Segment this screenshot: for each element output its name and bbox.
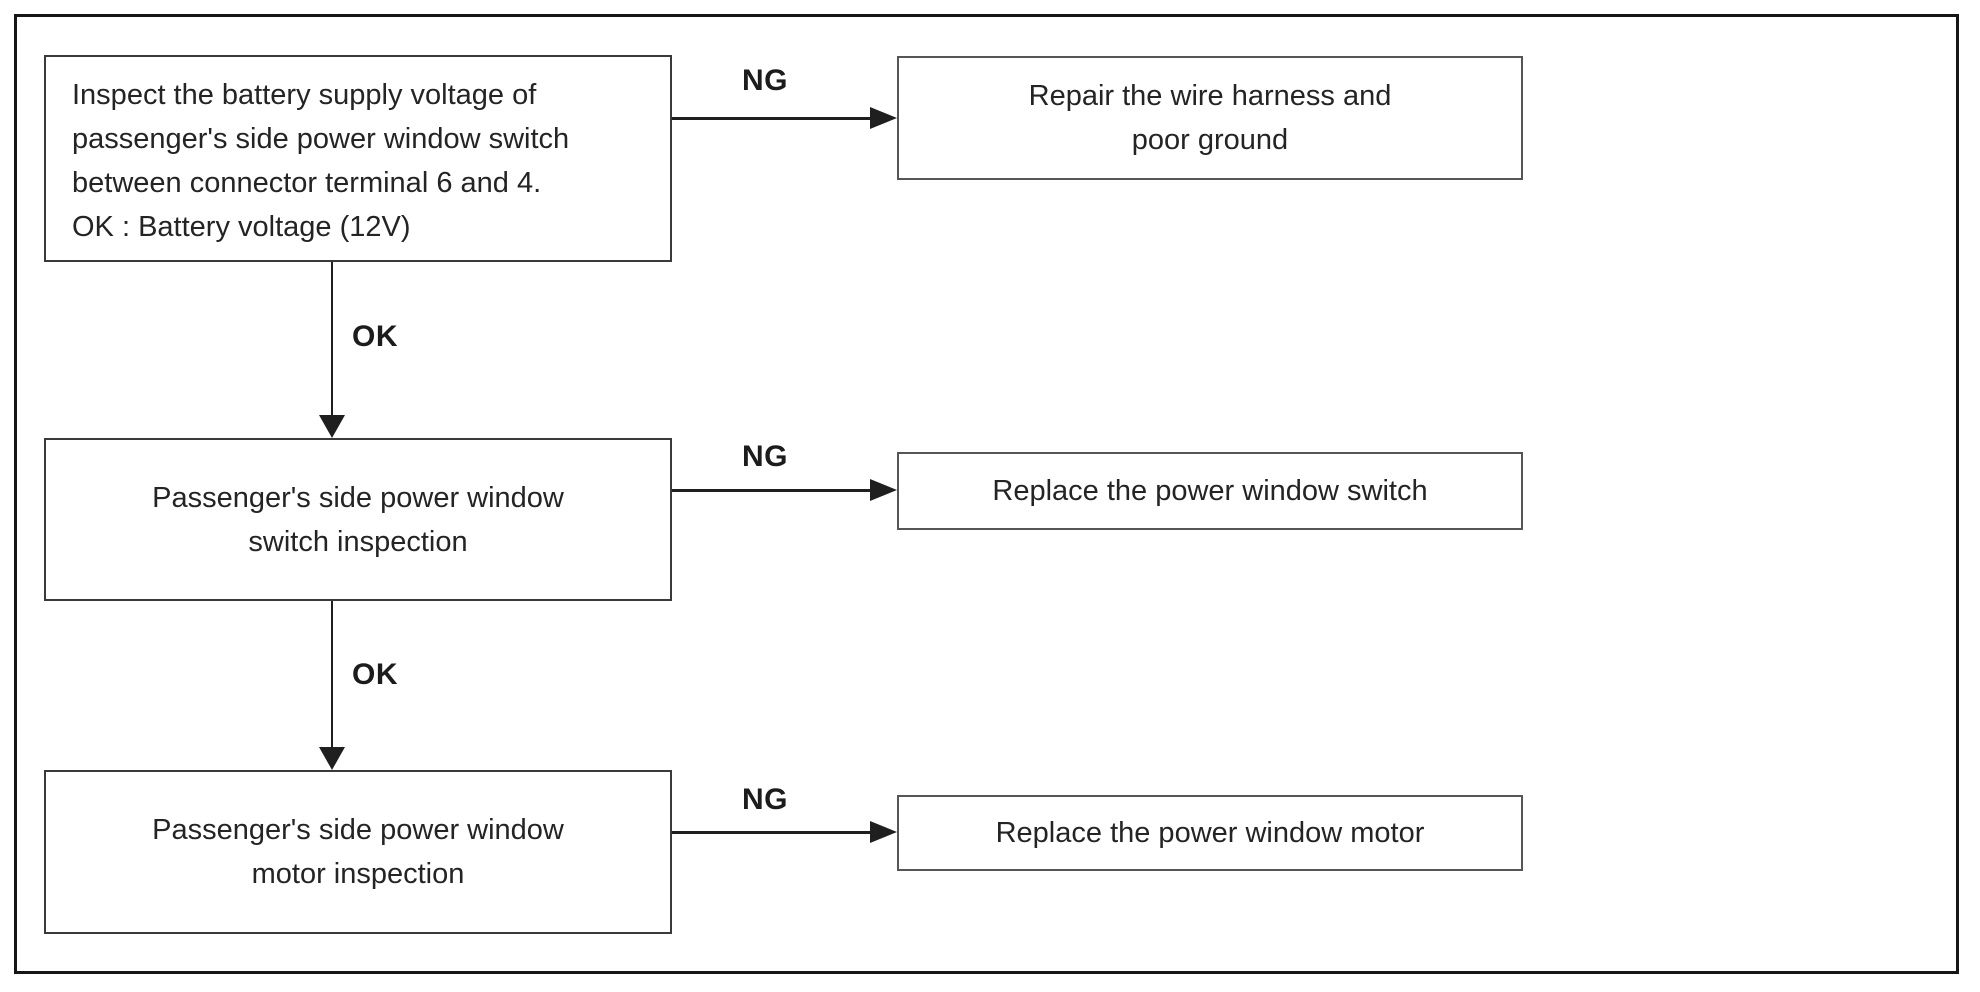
- edge-label-ok-step2: OK: [352, 658, 398, 691]
- arrow-right-icon: [870, 821, 897, 843]
- edge-label-ng-step2: NG: [742, 440, 788, 473]
- edge-ok-step2-line: [331, 601, 333, 747]
- edge-ng-step3-line: [672, 831, 872, 834]
- arrow-down-icon: [319, 415, 345, 438]
- arrow-down-icon: [319, 747, 345, 770]
- step-text: Passenger's side power window switch ins…: [152, 481, 564, 558]
- edge-ok-step1-line: [331, 262, 333, 417]
- step-box-battery-voltage-inspection: Inspect the battery supply voltage of pa…: [44, 55, 672, 262]
- edge-ng-step1-line: [672, 117, 872, 120]
- step-text: Passenger's side power window motor insp…: [152, 814, 564, 890]
- outcome-box-replace-window-switch: Replace the power window switch: [897, 452, 1523, 530]
- edge-label-ng-step1: NG: [742, 64, 788, 97]
- step-box-window-motor-inspection: Passenger's side power window motor insp…: [44, 770, 672, 934]
- outcome-text: Replace the power window motor: [995, 817, 1425, 849]
- arrow-right-icon: [870, 107, 897, 129]
- step-box-window-switch-inspection: Passenger's side power window switch ins…: [44, 438, 672, 601]
- step-text: Inspect the battery supply voltage of pa…: [72, 79, 570, 243]
- outcome-box-repair-wire-harness: Repair the wire harness and poor ground: [897, 56, 1523, 180]
- outcome-text: Repair the wire harness and poor ground: [1028, 80, 1392, 156]
- edge-ng-step2-line: [672, 489, 872, 492]
- outcome-box-replace-window-motor: Replace the power window motor: [897, 795, 1523, 871]
- edge-label-ok-step1: OK: [352, 320, 398, 353]
- edge-label-ng-step3: NG: [742, 783, 788, 816]
- outcome-text: Replace the power window switch: [992, 475, 1428, 507]
- arrow-right-icon: [870, 479, 897, 501]
